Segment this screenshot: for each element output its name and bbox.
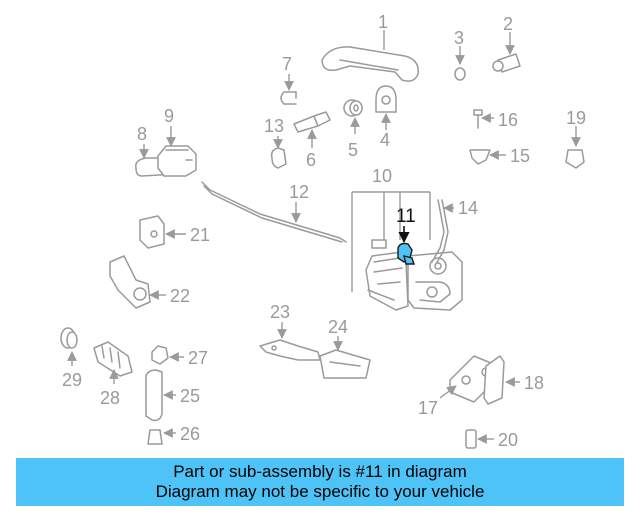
callout-22: 22 — [170, 286, 190, 306]
part-28-boot: 28 — [93, 341, 133, 408]
door-latch-body — [365, 239, 463, 311]
part-20-pad: 20 — [465, 429, 518, 450]
part-23-striker: 23 — [259, 302, 321, 361]
callout-28: 28 — [100, 388, 120, 408]
part-29-grommet: 29 — [60, 327, 82, 390]
callout-9: 9 — [164, 106, 174, 126]
callout-29: 29 — [62, 370, 82, 390]
part-11-highlighted-component: 11 — [396, 206, 416, 265]
part-21-bracket: 21 — [139, 215, 210, 249]
callout-27: 27 — [188, 348, 208, 368]
part-27-nut: 27 — [151, 345, 208, 368]
callout-6: 6 — [306, 150, 316, 170]
callout-2: 2 — [503, 14, 513, 34]
part-15-stopper: 15 — [469, 146, 530, 166]
part-13-clip: 13 — [264, 116, 287, 169]
callout-25: 25 — [180, 386, 200, 406]
part-5-bushing: 5 — [343, 99, 363, 160]
part-2-lock-cylinder: 2 — [492, 14, 521, 73]
part-26-bolt: 26 — [147, 424, 200, 445]
part-1-outside-handle: 1 — [321, 12, 419, 82]
part-3-ring: 3 — [454, 28, 466, 81]
callout-8: 8 — [137, 124, 147, 144]
callout-24: 24 — [328, 317, 348, 337]
part-4-bracket: 4 — [375, 85, 397, 150]
part-22-mount: 22 — [109, 255, 190, 309]
callout-4: 4 — [380, 130, 390, 150]
callout-5: 5 — [348, 140, 358, 160]
callout-7: 7 — [282, 54, 292, 74]
callout-21: 21 — [190, 225, 210, 245]
callout-13: 13 — [264, 116, 284, 136]
callout-26: 26 — [180, 424, 200, 444]
banner-line-disclaimer: Diagram may not be specific to your vehi… — [155, 482, 485, 501]
part-9-handle-housing: 9 — [157, 106, 197, 177]
callout-15: 15 — [510, 146, 530, 166]
part-14-cable: 14 — [431, 198, 478, 265]
part-7-clip: 7 — [280, 54, 297, 105]
part-12-rod: 12 — [201, 181, 347, 243]
part-18-cover: 18 — [483, 355, 544, 405]
callout-17: 17 — [418, 398, 438, 418]
part-6-rod-end: 6 — [293, 111, 331, 170]
callout-18: 18 — [524, 373, 544, 393]
banner-line-part-info: Part or sub-assembly is #11 in diagram — [173, 462, 467, 481]
part-24-guide: 24 — [319, 317, 371, 379]
part-16-screw: 16 — [473, 109, 518, 130]
callout-23: 23 — [270, 302, 290, 322]
callout-3: 3 — [454, 28, 464, 48]
callout-12: 12 — [289, 182, 309, 202]
callout-19: 19 — [566, 108, 586, 128]
callout-20: 20 — [498, 430, 518, 450]
callout-14: 14 — [458, 198, 478, 218]
callout-16: 16 — [498, 110, 518, 130]
callout-11: 11 — [396, 206, 416, 227]
info-banner: Part or sub-assembly is #11 in diagram D… — [16, 458, 624, 506]
part-25-trim: 25 — [145, 369, 200, 422]
part-19-bumper: 19 — [565, 108, 586, 169]
callout-1: 1 — [378, 12, 388, 32]
callout-10: 10 — [372, 166, 392, 186]
